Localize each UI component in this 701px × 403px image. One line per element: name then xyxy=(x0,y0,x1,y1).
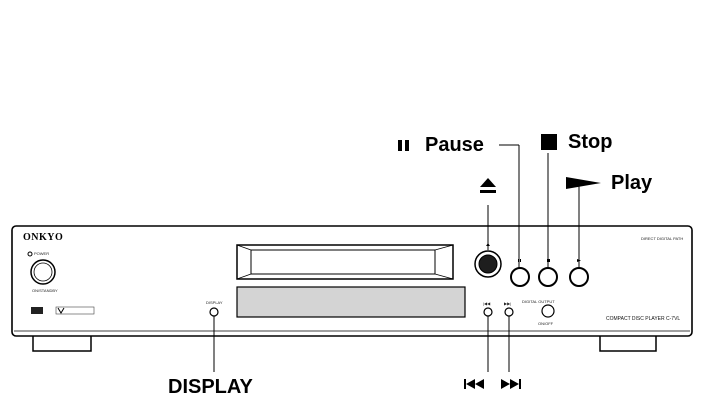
previous-button-label: |◀◀ xyxy=(483,301,491,306)
digital-output-button[interactable] xyxy=(541,304,555,318)
power-label: POWER xyxy=(34,251,50,256)
top-right-label: DIRECT DIGITAL PATH xyxy=(641,236,684,241)
play-icon xyxy=(566,177,601,189)
power-sublabel: ON/STANDBY xyxy=(32,288,58,293)
previous-track-icon xyxy=(464,379,484,389)
brand-logo: ONKYO xyxy=(23,232,64,243)
stop-button[interactable] xyxy=(538,267,558,287)
display-callout-label: DISPLAY xyxy=(168,376,253,398)
pause-button[interactable] xyxy=(510,267,530,287)
next-button-label: ▶▶| xyxy=(504,301,512,306)
pause-callout-label: Pause xyxy=(425,134,484,156)
digital-output-label: DIGITAL OUTPUT xyxy=(522,299,555,304)
eject-icon xyxy=(480,178,496,187)
power-led-icon xyxy=(27,251,33,257)
play-callout-label: Play xyxy=(611,172,653,194)
display-window xyxy=(236,286,466,318)
chassis xyxy=(11,225,693,337)
display-button-label: DISPLAY xyxy=(206,300,223,305)
compact-disc-logo xyxy=(31,307,43,314)
next-track-icon xyxy=(501,379,521,389)
pause-icon xyxy=(398,140,402,151)
vlsc-logo xyxy=(55,306,95,315)
stop-icon xyxy=(541,134,557,150)
play-button[interactable] xyxy=(569,267,589,287)
previous-button[interactable] xyxy=(483,307,493,317)
stop-callout-label: Stop xyxy=(568,131,613,153)
display-button[interactable] xyxy=(209,307,219,317)
digital-output-sublabel: ON/OFF xyxy=(538,321,554,326)
model-label: COMPACT DISC PLAYER C-7VL xyxy=(606,316,681,322)
power-button[interactable] xyxy=(30,259,56,285)
next-button[interactable] xyxy=(504,307,514,317)
